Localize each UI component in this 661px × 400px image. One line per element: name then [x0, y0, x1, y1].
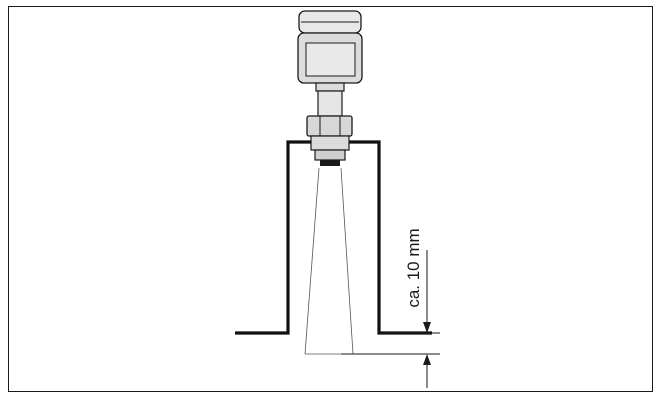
antenna-tip: [320, 160, 340, 166]
housing-window: [305, 42, 356, 77]
hex-nut: [306, 115, 353, 137]
neck-shaft: [317, 90, 343, 117]
dimension-indicator: [423, 250, 431, 388]
figure-frame: [8, 6, 653, 392]
dimension-label: ca. 10 mm: [404, 228, 423, 307]
sensor-housing: [297, 10, 363, 84]
thread-block: [310, 135, 350, 151]
thread-part: [310, 135, 350, 166]
radar-beam: [304, 167, 354, 355]
socket-wall: [235, 140, 432, 335]
antenna-flange: [314, 149, 346, 161]
arrowhead-down-icon: [423, 322, 431, 333]
arrowhead-up-icon: [423, 354, 431, 365]
sensor-neck: [306, 82, 353, 137]
neck-collar: [315, 82, 345, 92]
